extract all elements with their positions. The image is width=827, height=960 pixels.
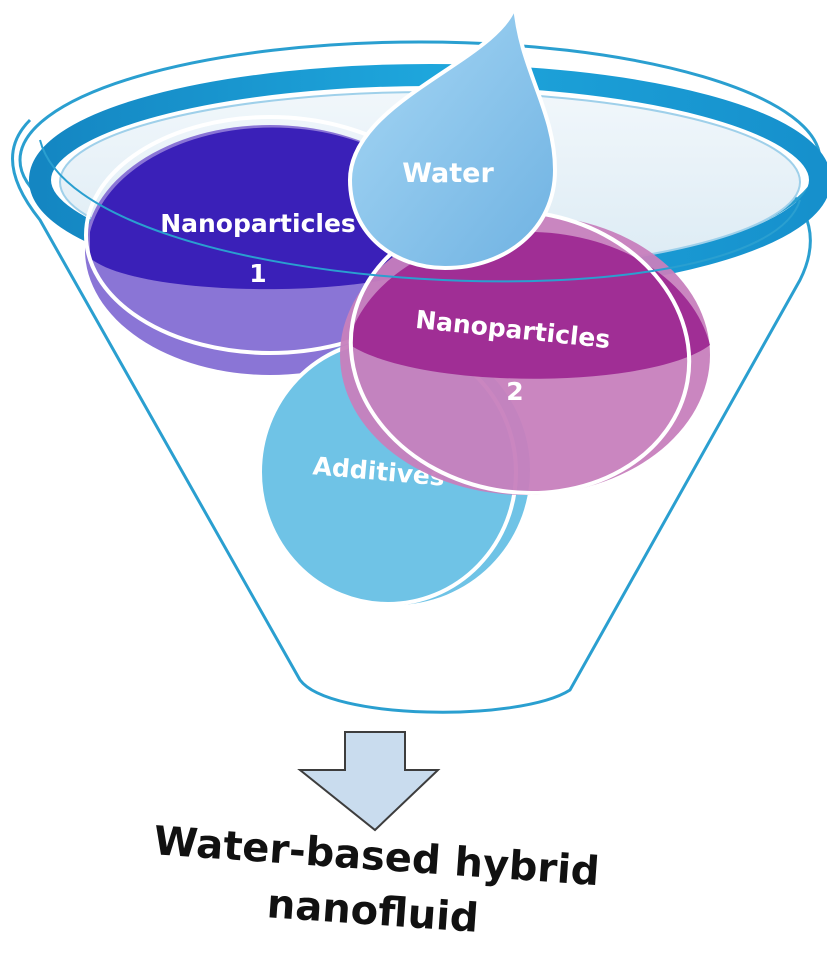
result-label: Water-based hybrid nanofluid bbox=[152, 818, 601, 942]
nanoparticles-1-label-line2: 1 bbox=[249, 259, 266, 288]
water-label: Water bbox=[402, 158, 494, 189]
nanoparticles-2-label-line2: 2 bbox=[506, 377, 523, 406]
water-drop: Water bbox=[347, 4, 558, 271]
funnel-rim-front bbox=[39, 139, 801, 283]
nanoparticles-2-disc: Nanoparticles 2 bbox=[340, 209, 710, 495]
output-arrow bbox=[297, 731, 441, 832]
result-label-line2: nanofluid bbox=[265, 881, 480, 942]
nanoparticles-1-label-line1: Nanoparticles bbox=[160, 209, 356, 238]
